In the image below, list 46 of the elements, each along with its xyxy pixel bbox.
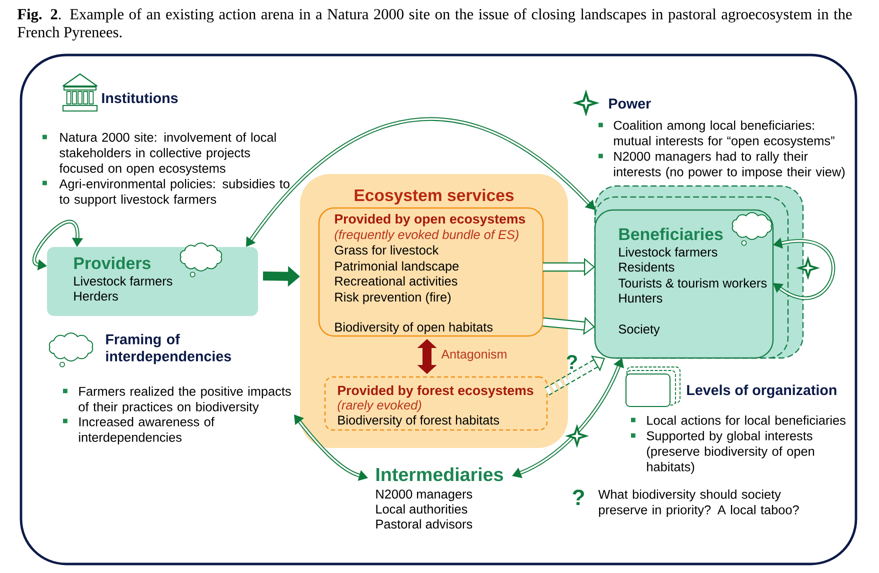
edge-label: ?: [566, 355, 577, 369]
bullet-text: Coalition among local beneficiaries: mutual interests for “open ecosystems”: [614, 120, 834, 148]
loop-arrow: [32, 220, 84, 270]
caption: Fig. 2. Example of an existing action arena in a Natura 2000 site on the issue of closing landscapes in pastoral agroecosystem in the French Pyrenees.: [17, 8, 852, 40]
note-text: What biodiversity should society preserve in priority? A local taboo?: [598, 489, 799, 517]
double-headed-arrow: [417, 339, 437, 374]
bullet-text: Local actions for local beneficiaries: [647, 416, 846, 425]
list-item: Residents: [619, 262, 674, 272]
list-item: Pastoral advisors: [376, 519, 472, 529]
dashed-arrow: [544, 356, 605, 396]
list-item: Risk prevention (fire): [335, 292, 451, 304]
list-item: Biodiversity of open habitats: [335, 322, 493, 334]
heading: Institutions: [102, 92, 178, 104]
heading: Intermediaries: [376, 467, 503, 482]
list-item: Local authorities: [376, 504, 468, 514]
list-item: Livestock farmers: [74, 276, 172, 286]
list-item: Society: [618, 324, 660, 336]
list-item: Grass for livestock: [334, 245, 439, 255]
bullet-text: Natura 2000 site: involvement of local stakeholders in collective projects focused on open ecosystems: [59, 132, 276, 176]
subheading: Provided by forest ecosystems: [338, 385, 534, 398]
bullet-text: Agri-environmental policies: subsidies to to support livestock farmers: [59, 179, 290, 206]
list-item: Recreational activities: [335, 276, 458, 286]
curved-arrow: [246, 118, 595, 247]
bullet-text: Increased awareness of interdependencies: [79, 417, 214, 444]
list-item: N2000 managers: [376, 490, 472, 502]
bullet-text: Farmers realized the positive impacts of their practices on biodiversity: [78, 386, 291, 414]
list-item: Tourists & tourism workers: [618, 278, 767, 288]
bullet-text: Supported by global interests (preserve biodiversity of open habitats): [646, 431, 814, 474]
heading: Providers: [74, 256, 150, 270]
heading: Power: [609, 98, 651, 109]
heading: Beneficiaries: [619, 228, 723, 240]
list-item: Herders: [74, 291, 118, 301]
list-item: Patrimonial landscape: [335, 261, 459, 274]
heading: Ecosystem services: [354, 188, 514, 204]
list-item: Hunters: [619, 294, 662, 303]
question-mark: ?: [572, 490, 584, 505]
heading: Framing of interdependencies: [106, 334, 231, 364]
edge-label: Antagonism: [441, 349, 506, 362]
note-text: (rarely evoked): [338, 400, 422, 412]
curved-arrow: [512, 358, 624, 478]
heading: Levels of organization: [687, 384, 836, 398]
list-item: Biodiversity of forest habitats: [338, 415, 500, 428]
curved-arrow: [294, 414, 368, 481]
subheading: Provided by open ecosystems: [335, 214, 526, 226]
list-item: Livestock farmers: [619, 247, 718, 257]
note-text: (frequently evoked bundle of ES): [334, 230, 518, 242]
